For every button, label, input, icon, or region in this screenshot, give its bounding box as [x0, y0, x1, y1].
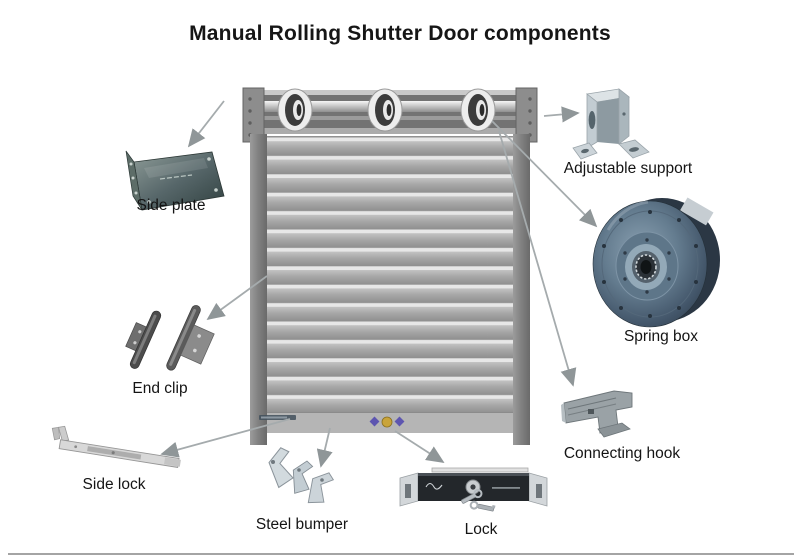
- door-right-post: [513, 134, 530, 445]
- connecting-hook-illustration: [561, 390, 633, 438]
- axle-roller-icon: [277, 88, 496, 132]
- side-lock-label: Side lock: [82, 476, 146, 493]
- adjustable-support-label: Adjustable support: [563, 160, 693, 177]
- mounted-side-lock-mark: [259, 415, 296, 420]
- arrow-to-adjustable-support: [543, 106, 580, 123]
- arrow-to-connecting-hook: [498, 130, 577, 387]
- spring-box-label: Spring box: [623, 328, 699, 345]
- spring-box-illustration: [592, 197, 720, 328]
- door-curtain-slats: [267, 136, 513, 412]
- arrow-to-lock: [394, 430, 445, 463]
- arrow-to-steel-bumper: [316, 427, 333, 468]
- arrow-to-spring-box: [491, 120, 598, 228]
- shutter-door-illustration: [242, 87, 538, 445]
- door-left-post: [250, 134, 267, 445]
- arrow-to-side-plate: [187, 100, 225, 148]
- side-lock-illustration: [51, 425, 181, 468]
- adjustable-support-illustration: [572, 88, 650, 160]
- arrow-to-side-lock: [160, 418, 291, 458]
- end-clip-label: End clip: [132, 380, 188, 397]
- side-plate-illustration: [125, 150, 225, 211]
- keys-icon: [461, 488, 496, 512]
- side-plate-label: Side plate: [136, 197, 206, 214]
- lock-label: Lock: [464, 521, 498, 538]
- steel-bumper-label: Steel bumper: [255, 516, 349, 533]
- connecting-hook-label: Connecting hook: [563, 445, 681, 462]
- end-clip-illustration: [125, 305, 215, 371]
- steel-bumper-illustration: [265, 446, 336, 509]
- bottom-edge-strip: [8, 553, 794, 555]
- lock-illustration: [399, 467, 548, 512]
- arrow-to-end-clip: [206, 275, 268, 321]
- page-title: Manual Rolling Shutter Door components: [189, 22, 611, 45]
- door-end-brackets: [242, 87, 538, 143]
